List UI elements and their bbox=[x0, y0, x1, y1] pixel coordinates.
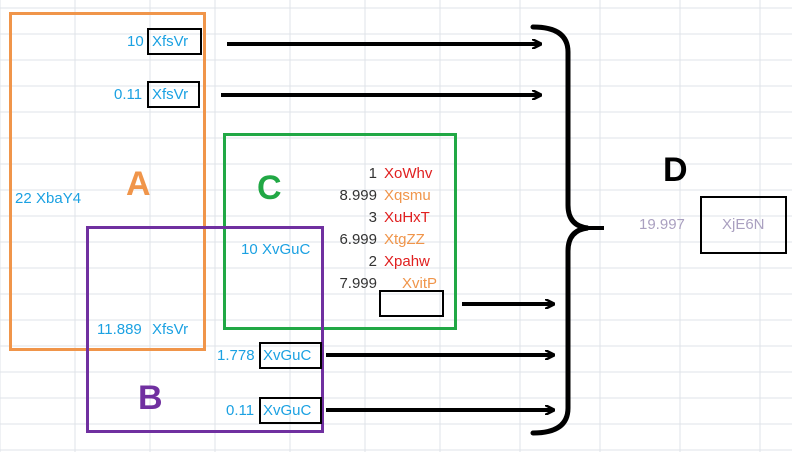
left-row-2-name-box bbox=[147, 81, 200, 108]
c-list-value: 3 bbox=[368, 209, 377, 226]
left-row-6-name: XvGuC bbox=[263, 347, 312, 364]
region-a-box bbox=[9, 12, 206, 351]
c-list-value: 8.999 bbox=[339, 187, 377, 204]
c-list-value: 6.999 bbox=[339, 231, 377, 248]
left-row-2-value: 0.11 bbox=[114, 86, 143, 103]
left-row-1-name: XfsVr bbox=[152, 33, 189, 50]
c-list-name: XuHxT bbox=[384, 209, 430, 226]
region-c-box bbox=[223, 133, 457, 330]
region-b-label: B bbox=[138, 379, 163, 417]
c-list-last-name-box bbox=[379, 290, 444, 317]
c-list-name: Xpahw bbox=[384, 253, 430, 270]
left-row-1: 10 bbox=[127, 33, 144, 51]
region-c-label: C bbox=[257, 169, 282, 207]
result-value: 19.997 bbox=[639, 216, 685, 233]
left-row-1-name-box bbox=[147, 28, 202, 55]
c-list-name: XvitP bbox=[402, 275, 438, 292]
c-list-name: XtgZZ bbox=[384, 231, 425, 248]
left-row-6-value: 1.778 bbox=[217, 347, 255, 364]
region-a-label: A bbox=[126, 165, 151, 203]
left-row-7-name-box bbox=[259, 397, 322, 424]
left-row-4-value: 10 bbox=[241, 241, 258, 258]
c-list-value: 7.999 bbox=[339, 275, 377, 292]
left-row-3-value: 22 bbox=[15, 190, 32, 207]
c-list-name: Xqsmu bbox=[384, 187, 431, 204]
left-row-2-name: XfsVr bbox=[152, 86, 189, 103]
c-list-value: 1 bbox=[368, 165, 377, 182]
left-row-6-name-box bbox=[259, 342, 322, 369]
c-list-value: 2 bbox=[368, 253, 377, 270]
region-d-label: D bbox=[663, 151, 688, 189]
left-row-3-name: XbaY4 bbox=[36, 190, 82, 207]
brace bbox=[530, 24, 589, 436]
result-name-box bbox=[700, 196, 787, 254]
left-row-5-name: XfsVr bbox=[152, 321, 189, 338]
left-row-4-name: XvGuC bbox=[262, 241, 311, 258]
left-row-1-value: 10 bbox=[127, 33, 144, 50]
left-row-7-name: XvGuC bbox=[263, 402, 312, 419]
left-row-7-value: 0.11 bbox=[226, 402, 255, 419]
left-row-5-value: 11.889 bbox=[97, 321, 142, 338]
c-list-name: XoWhv bbox=[384, 165, 433, 182]
result-name: XjE6N bbox=[722, 216, 765, 233]
region-b-box bbox=[86, 226, 324, 433]
